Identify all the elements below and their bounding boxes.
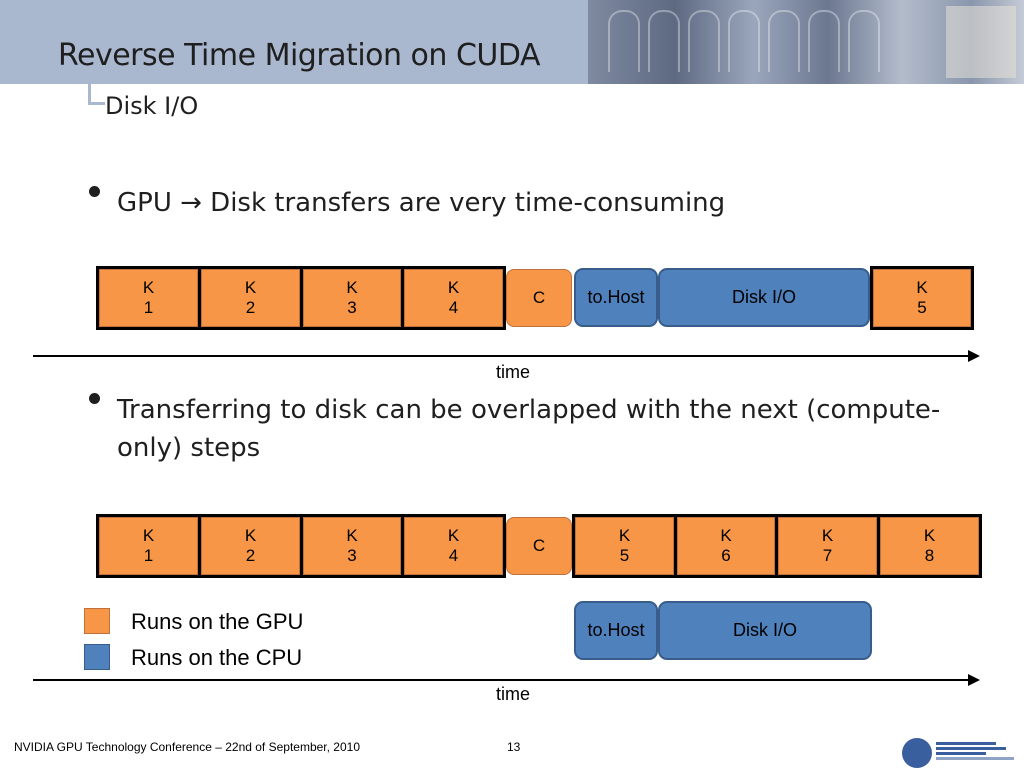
gpu-block: K 1 [99,269,198,327]
bsc-logo-wordmark [936,740,1016,766]
cpu-block-tohost: to.Host [574,601,658,660]
bullet-1: GPU → Disk transfers are very time-consu… [117,188,726,218]
gpu-block: K 6 [677,517,775,575]
cpu-block-tohost: to.Host [574,268,658,327]
gpu-block: K 3 [303,517,401,575]
bullet-2: Transferring to disk can be overlapped w… [117,395,941,463]
gpu-block-c: C [506,269,572,327]
bullet-dot [89,186,100,197]
bullet-dot [89,393,100,404]
gpu-block: K 8 [880,517,979,575]
gpu-block: K 2 [201,517,300,575]
page-number: 13 [507,740,521,754]
gpu-block: K 4 [404,269,503,327]
gpu-block: K 3 [303,269,401,327]
gpu-block: K 5 [873,269,971,327]
cpu-block-disk-io: Disk I/O [658,268,870,327]
slide-title: Reverse Time Migration on CUDA [58,38,540,73]
legend-gpu-label: Runs on the GPU [131,609,304,634]
time-arrowhead [968,674,980,686]
time-axis [33,355,970,357]
gpu-block: K 7 [778,517,877,575]
footer-conference: NVIDIA GPU Technology Conference – 22nd … [14,740,360,754]
gpu-block: K 1 [99,517,198,575]
gpu-block: K 4 [404,517,503,575]
slide-subtitle: Disk I/O [105,92,199,120]
header-photo [588,0,1024,84]
gpu-block: K 5 [575,517,674,575]
time-axis-label: time [496,362,531,382]
subtitle-connector [88,84,105,105]
legend-gpu-swatch [84,608,110,634]
gpu-block-c: C [506,517,572,575]
cpu-block-disk-io: Disk I/O [658,601,872,660]
gpu-block: K 2 [201,269,300,327]
legend-cpu-swatch [84,644,110,670]
time-axis [33,679,970,681]
time-axis-label: time [496,684,531,704]
time-arrowhead [968,350,980,362]
legend-cpu-label: Runs on the CPU [131,645,303,670]
bsc-logo-icon [902,738,932,768]
